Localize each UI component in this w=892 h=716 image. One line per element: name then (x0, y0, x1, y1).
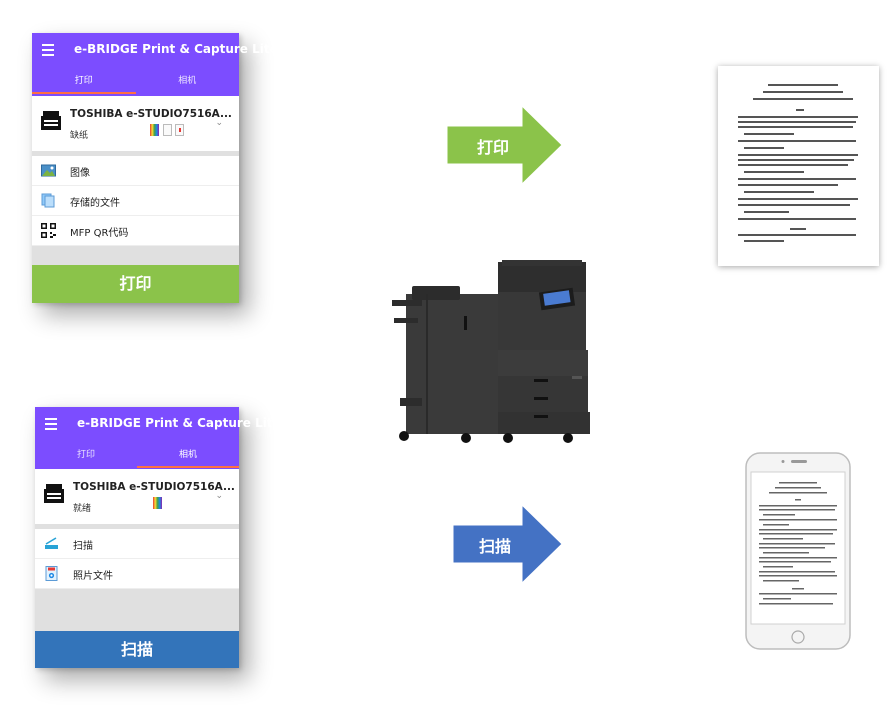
app-bar: e-BRIDGE Print & Capture Lite 打印 相机 (32, 33, 278, 96)
app-title: e-BRIDGE Print & Capture Lite (77, 416, 281, 430)
hamburger-menu-icon[interactable] (42, 44, 54, 59)
tab-camera[interactable]: 相机 (178, 76, 197, 86)
print-button[interactable]: 打印 (32, 265, 239, 303)
menu-item-mfp-qr[interactable]: MFP QR代码 (32, 216, 239, 246)
menu-item-photo-file[interactable]: 照片文件 (35, 559, 239, 589)
menu-label: 扫描 (73, 541, 93, 552)
print-arrow (446, 105, 563, 185)
menu-label: 存储的文件 (70, 198, 120, 209)
chevron-down-icon[interactable]: ⌄ (215, 491, 223, 501)
print-app-screen: e-BRIDGE Print & Capture Lite 打印 相机 TOSH… (32, 33, 278, 303)
printer-status: 就绪 (73, 504, 92, 514)
empty-area (35, 589, 239, 631)
printer-icon (44, 484, 64, 503)
tab-camera[interactable]: 相机 (137, 447, 239, 468)
photo-file-icon (45, 566, 58, 581)
empty-area (32, 246, 239, 265)
document-text-lines (738, 84, 858, 242)
scan-button[interactable]: 扫描 (35, 631, 239, 668)
menu-label: 照片文件 (73, 571, 113, 582)
printer-selector[interactable]: TOSHIBA e-STUDIO7516A... 就绪 ⌄ (35, 469, 239, 524)
tab-print[interactable]: 打印 (32, 73, 136, 94)
printed-document-image (718, 66, 879, 266)
app-bar: e-BRIDGE Print & Capture Lite 打印 相机 (35, 407, 281, 469)
tab-print[interactable]: 打印 (76, 450, 95, 460)
printer-name: TOSHIBA e-STUDIO7516A... (73, 481, 235, 493)
mfp-printer-image (392, 260, 590, 443)
divider (32, 151, 239, 156)
menu-item-image[interactable]: 图像 (32, 156, 239, 186)
menu-item-stored-files[interactable]: 存储的文件 (32, 186, 239, 216)
printer-status: 缺纸 (70, 131, 89, 141)
menu-item-scan[interactable]: 扫描 (35, 529, 239, 559)
files-icon (41, 193, 55, 208)
color-mode-icon (153, 497, 162, 509)
printer-icon (41, 111, 61, 130)
scan-arrow (452, 504, 563, 584)
scan-arrow-label: 扫描 (479, 537, 512, 556)
print-arrow-label: 打印 (477, 138, 510, 157)
printer-selector[interactable]: TOSHIBA e-STUDIO7516A... 缺纸 ⌄ (32, 96, 239, 151)
hamburger-menu-icon[interactable] (45, 418, 57, 433)
paper-alert-icon (175, 124, 184, 136)
scanner-icon (45, 537, 58, 549)
chevron-down-icon[interactable]: ⌄ (215, 118, 223, 128)
printer-name: TOSHIBA e-STUDIO7516A... (70, 108, 232, 120)
divider (35, 524, 239, 529)
image-icon (41, 164, 56, 177)
paper-icon (163, 124, 172, 136)
menu-label: MFP QR代码 (70, 228, 129, 239)
scan-app-screen: e-BRIDGE Print & Capture Lite 打印 相机 TOSH… (35, 407, 281, 668)
smartphone-image (745, 452, 851, 650)
app-title: e-BRIDGE Print & Capture Lite (74, 42, 278, 56)
color-mode-icon (150, 124, 159, 136)
menu-label: 图像 (70, 168, 90, 179)
qr-code-icon (41, 223, 56, 238)
